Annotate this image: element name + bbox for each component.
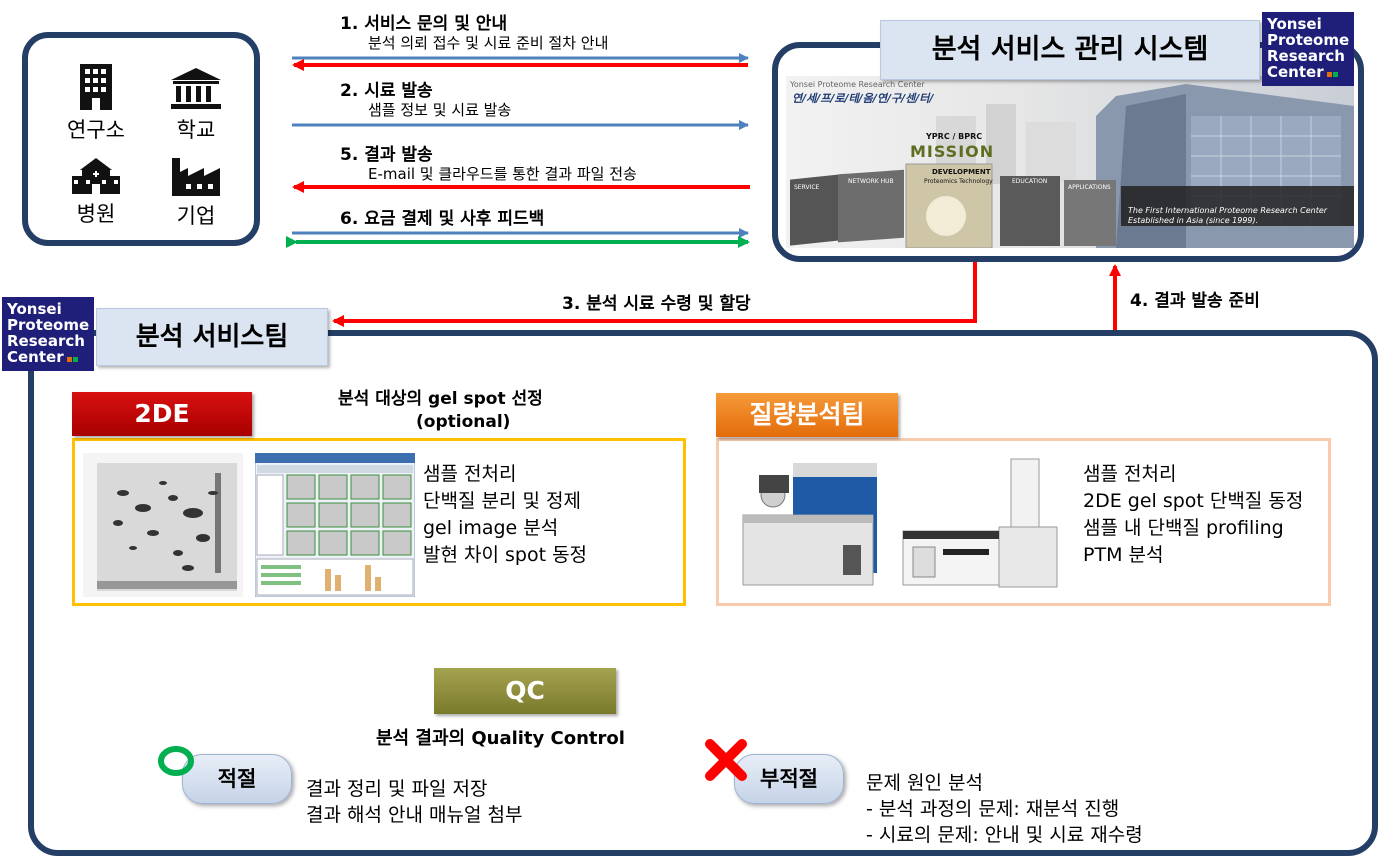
yprc-logo-bottom: Yonsei Proteome Research Center <box>2 297 94 371</box>
tag-qc: QC <box>434 668 616 714</box>
banner-development: DEVELOPMENT <box>932 168 991 176</box>
ng-notes: 문제 원인 분석 - 분석 과정의 문제: 재분석 진행 - 시료의 문제: 안… <box>866 770 1143 848</box>
logo-b-line4-row: Center <box>7 349 89 365</box>
step3-title: 3. 분석 시료 수령 및 할당 <box>562 294 751 314</box>
logo-b-line3: Research <box>7 332 85 350</box>
list-2de-item: 단백질 분리 및 정제 <box>423 490 581 512</box>
step6-title: 6. 요금 결제 및 사후 피드백 <box>340 209 545 229</box>
client-company: 기업 <box>146 156 246 230</box>
banner-ypc: YPRC / BPRC <box>926 132 983 141</box>
circle-ok-icon <box>158 746 194 776</box>
client-label-company: 기업 <box>176 204 216 228</box>
logo-line4-row: Center <box>1267 64 1349 80</box>
banner-applications: APPLICATIONS <box>1068 184 1111 191</box>
banner-first: The First International Proteome Researc… <box>1128 206 1328 215</box>
logo-b-mark-icon <box>66 357 72 362</box>
list-mass-spec: 샘플 전처리 2DE gel spot 단백질 동정 샘플 내 단백질 prof… <box>1083 461 1303 569</box>
banner-education: EDUCATION <box>1012 178 1048 185</box>
client-panel: 연구소 학교 병원 기업 <box>22 32 260 246</box>
system-title: 분석 서비스 관리 시스템 <box>880 20 1260 80</box>
step2-subtitle: 샘플 정보 및 시료 발송 <box>368 101 512 119</box>
banner-devsub: Proteomics Technology <box>924 178 993 185</box>
client-label-school: 학교 <box>176 118 216 142</box>
logo-mark-icon-2 <box>1332 72 1338 77</box>
office-building-icon <box>80 64 112 110</box>
result-ok-pill: 적절 <box>182 754 292 804</box>
step4-title: 4. 결과 발송 준비 <box>1130 291 1260 311</box>
ok-note-line: 결과 정리 및 파일 저장 <box>306 778 488 800</box>
step1-subtitle: 분석 의뢰 접수 및 시료 준비 절차 안내 <box>368 34 609 52</box>
gel-select-label: 분석 대상의 gel spot 선정 <box>338 389 543 409</box>
list-2de-item: gel image 분석 <box>423 517 559 539</box>
school-building-icon <box>171 68 221 109</box>
mass-spectrometer-icon <box>742 463 877 586</box>
banner-org: Yonsei Proteome Research Center <box>790 80 925 89</box>
factory-icon <box>172 158 220 196</box>
banner-graphics <box>790 84 1354 248</box>
client-hospital: 병원 <box>46 156 146 228</box>
step5-subtitle: E-mail 및 클라우드를 통한 결과 파일 전송 <box>368 165 637 183</box>
banner-network: NETWORK HUB <box>848 178 894 185</box>
ng-note-line: - 분석 과정의 문제: 재분석 진행 <box>866 798 1120 820</box>
panel-mass-spec: 샘플 전처리 2DE gel spot 단백질 동정 샘플 내 단백질 prof… <box>716 438 1331 606</box>
client-research-institute: 연구소 <box>46 62 146 144</box>
client-label-research: 연구소 <box>67 118 125 142</box>
logo-b-line1: Yonsei <box>7 300 62 318</box>
ok-note-line: 결과 해석 안내 매뉴얼 첨부 <box>306 804 523 826</box>
logo-b-mark-icon-2 <box>72 357 78 362</box>
gel-software-screenshot-icon <box>255 453 415 597</box>
qc-label: 분석 결과의 Quality Control <box>376 728 625 749</box>
list-ms-item: 2DE gel spot 단백질 동정 <box>1083 490 1304 512</box>
logo-line2: Proteome <box>1267 31 1350 49</box>
list-ms-item: PTM 분석 <box>1083 544 1164 566</box>
gel-image-icon <box>83 453 243 597</box>
logo-line4: Center <box>1267 63 1324 81</box>
step2-title: 2. 시료 발송 <box>340 81 433 101</box>
client-school: 학교 <box>146 68 246 144</box>
logo-line1: Yonsei <box>1267 15 1322 33</box>
team-title: 분석 서비스팀 <box>96 308 328 366</box>
list-ms-item: 샘플 전처리 <box>1083 463 1177 485</box>
panel-2de: 샘플 전처리 단백질 분리 및 정제 gel image 분석 발현 차이 sp… <box>72 438 686 606</box>
list-2de-item: 샘플 전처리 <box>423 463 517 485</box>
yprc-logo-top: Yonsei Proteome Research Center <box>1262 12 1354 86</box>
hospital-icon <box>72 158 120 194</box>
lc-ms-system-icon <box>902 458 1058 588</box>
arrow-step3 <box>332 262 977 327</box>
banner-korean: 연/세/프/로/테/옴/연/구/센/터/ <box>792 92 934 105</box>
logo-b-line4: Center <box>7 348 64 366</box>
banner-est: Established in Asia (since 1999). <box>1128 216 1259 225</box>
list-ms-item: 샘플 내 단백질 profiling <box>1083 517 1284 539</box>
client-label-hospital: 병원 <box>76 202 116 226</box>
banner-mission: MISSION <box>910 142 995 161</box>
ng-note-line: - 시료의 문제: 안내 및 시료 재수령 <box>866 824 1143 846</box>
gel-select-optional: (optional) <box>414 412 513 432</box>
step5-title: 5. 결과 발송 <box>340 145 433 165</box>
logo-line3: Research <box>1267 47 1345 65</box>
banner-service: SERVICE <box>794 184 820 191</box>
ok-notes: 결과 정리 및 파일 저장 결과 해석 안내 매뉴얼 첨부 <box>306 776 522 828</box>
result-ng-pill: 부적절 <box>734 754 844 804</box>
tag-2de: 2DE <box>72 392 252 436</box>
step1-title: 1. 서비스 문의 및 안내 <box>340 14 508 34</box>
ng-note-line: 문제 원인 분석 <box>866 772 983 794</box>
logo-b-line2: Proteome <box>7 316 90 334</box>
tag-mass-spec-team: 질량분석팀 <box>716 393 898 437</box>
x-mark-icon <box>705 739 747 781</box>
list-2de: 샘플 전처리 단백질 분리 및 정제 gel image 분석 발현 차이 sp… <box>423 461 587 569</box>
list-2de-item: 발현 차이 spot 동정 <box>423 544 588 566</box>
logo-mark-icon <box>1326 72 1332 77</box>
center-banner-image: Yonsei Proteome Research Center 연/세/프/로/… <box>786 76 1354 248</box>
